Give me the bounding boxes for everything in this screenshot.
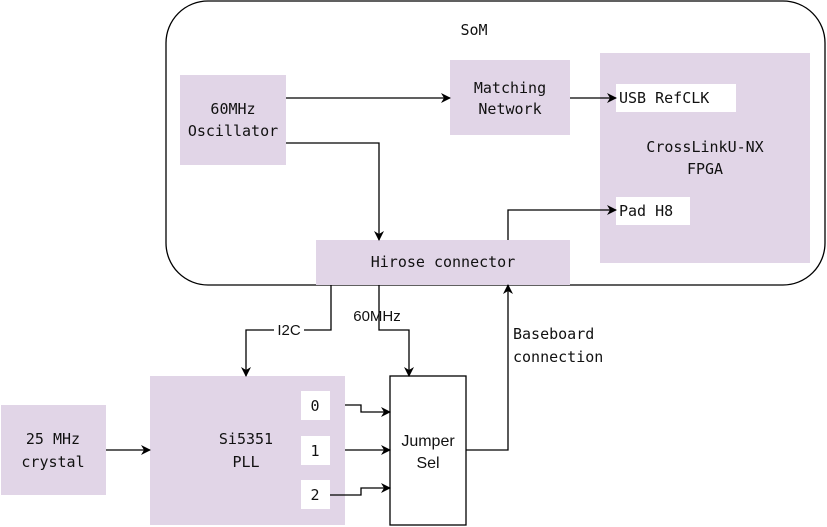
pll-output-2-label: 2 [310, 486, 319, 504]
oscillator-line1: 60MHz [210, 100, 255, 118]
hirose-connector-label: Hirose connector [371, 253, 516, 271]
som-label: SoM [460, 21, 487, 39]
matching-network-block [450, 60, 570, 135]
baseboard-label-line1: Baseboard [513, 325, 594, 343]
clk-60mhz-arrow [378, 285, 414, 377]
pll-output-2-port [301, 480, 330, 509]
fpga-subtitle: FPGA [687, 160, 723, 178]
hirose-to-pad-h8-arrow [507, 205, 617, 240]
usb-refclk-label: USB RefCLK [619, 89, 709, 107]
pll-output-0-port [301, 391, 330, 420]
matching-network-line2: Network [478, 100, 541, 118]
pll-output-1-port [301, 436, 330, 465]
usb-refclk-port [616, 84, 736, 112]
i2c-label-bg [274, 321, 304, 339]
crystal-block [1, 405, 106, 495]
hirose-connector-block [316, 240, 570, 285]
pll-out0-to-jumper-arrow [345, 404, 391, 417]
baseboard-connection-arrow [466, 284, 513, 451]
matching-network-line1: Matching [474, 79, 546, 97]
pll-output-0-label: 0 [310, 397, 319, 415]
pll-line2: PLL [232, 453, 259, 471]
oscillator-block [180, 75, 286, 165]
jumper-sel-line1: Jumper [401, 433, 455, 450]
pll-output-1-label: 1 [310, 442, 319, 460]
oscillator-line2: Oscillator [188, 122, 278, 140]
pll-line1: Si5351 [219, 430, 273, 448]
clk-60mhz-label: 60MHz [353, 308, 401, 325]
jumper-sel-block [389, 375, 467, 526]
jumper-sel-line2: Sel [416, 455, 439, 472]
i2c-label: I2C [277, 322, 301, 339]
crystal-line1: 25 MHz [26, 430, 80, 448]
pad-h8-label: Pad H8 [619, 202, 673, 220]
pad-h8-port [616, 197, 690, 225]
pll-out2-to-jumper-arrow [330, 483, 391, 496]
crystal-line2: crystal [21, 453, 84, 471]
baseboard-label-line2: connection [513, 348, 603, 366]
fpga-title: CrossLinkU-NX [646, 138, 763, 156]
osc-to-hirose-arrow [286, 142, 384, 241]
